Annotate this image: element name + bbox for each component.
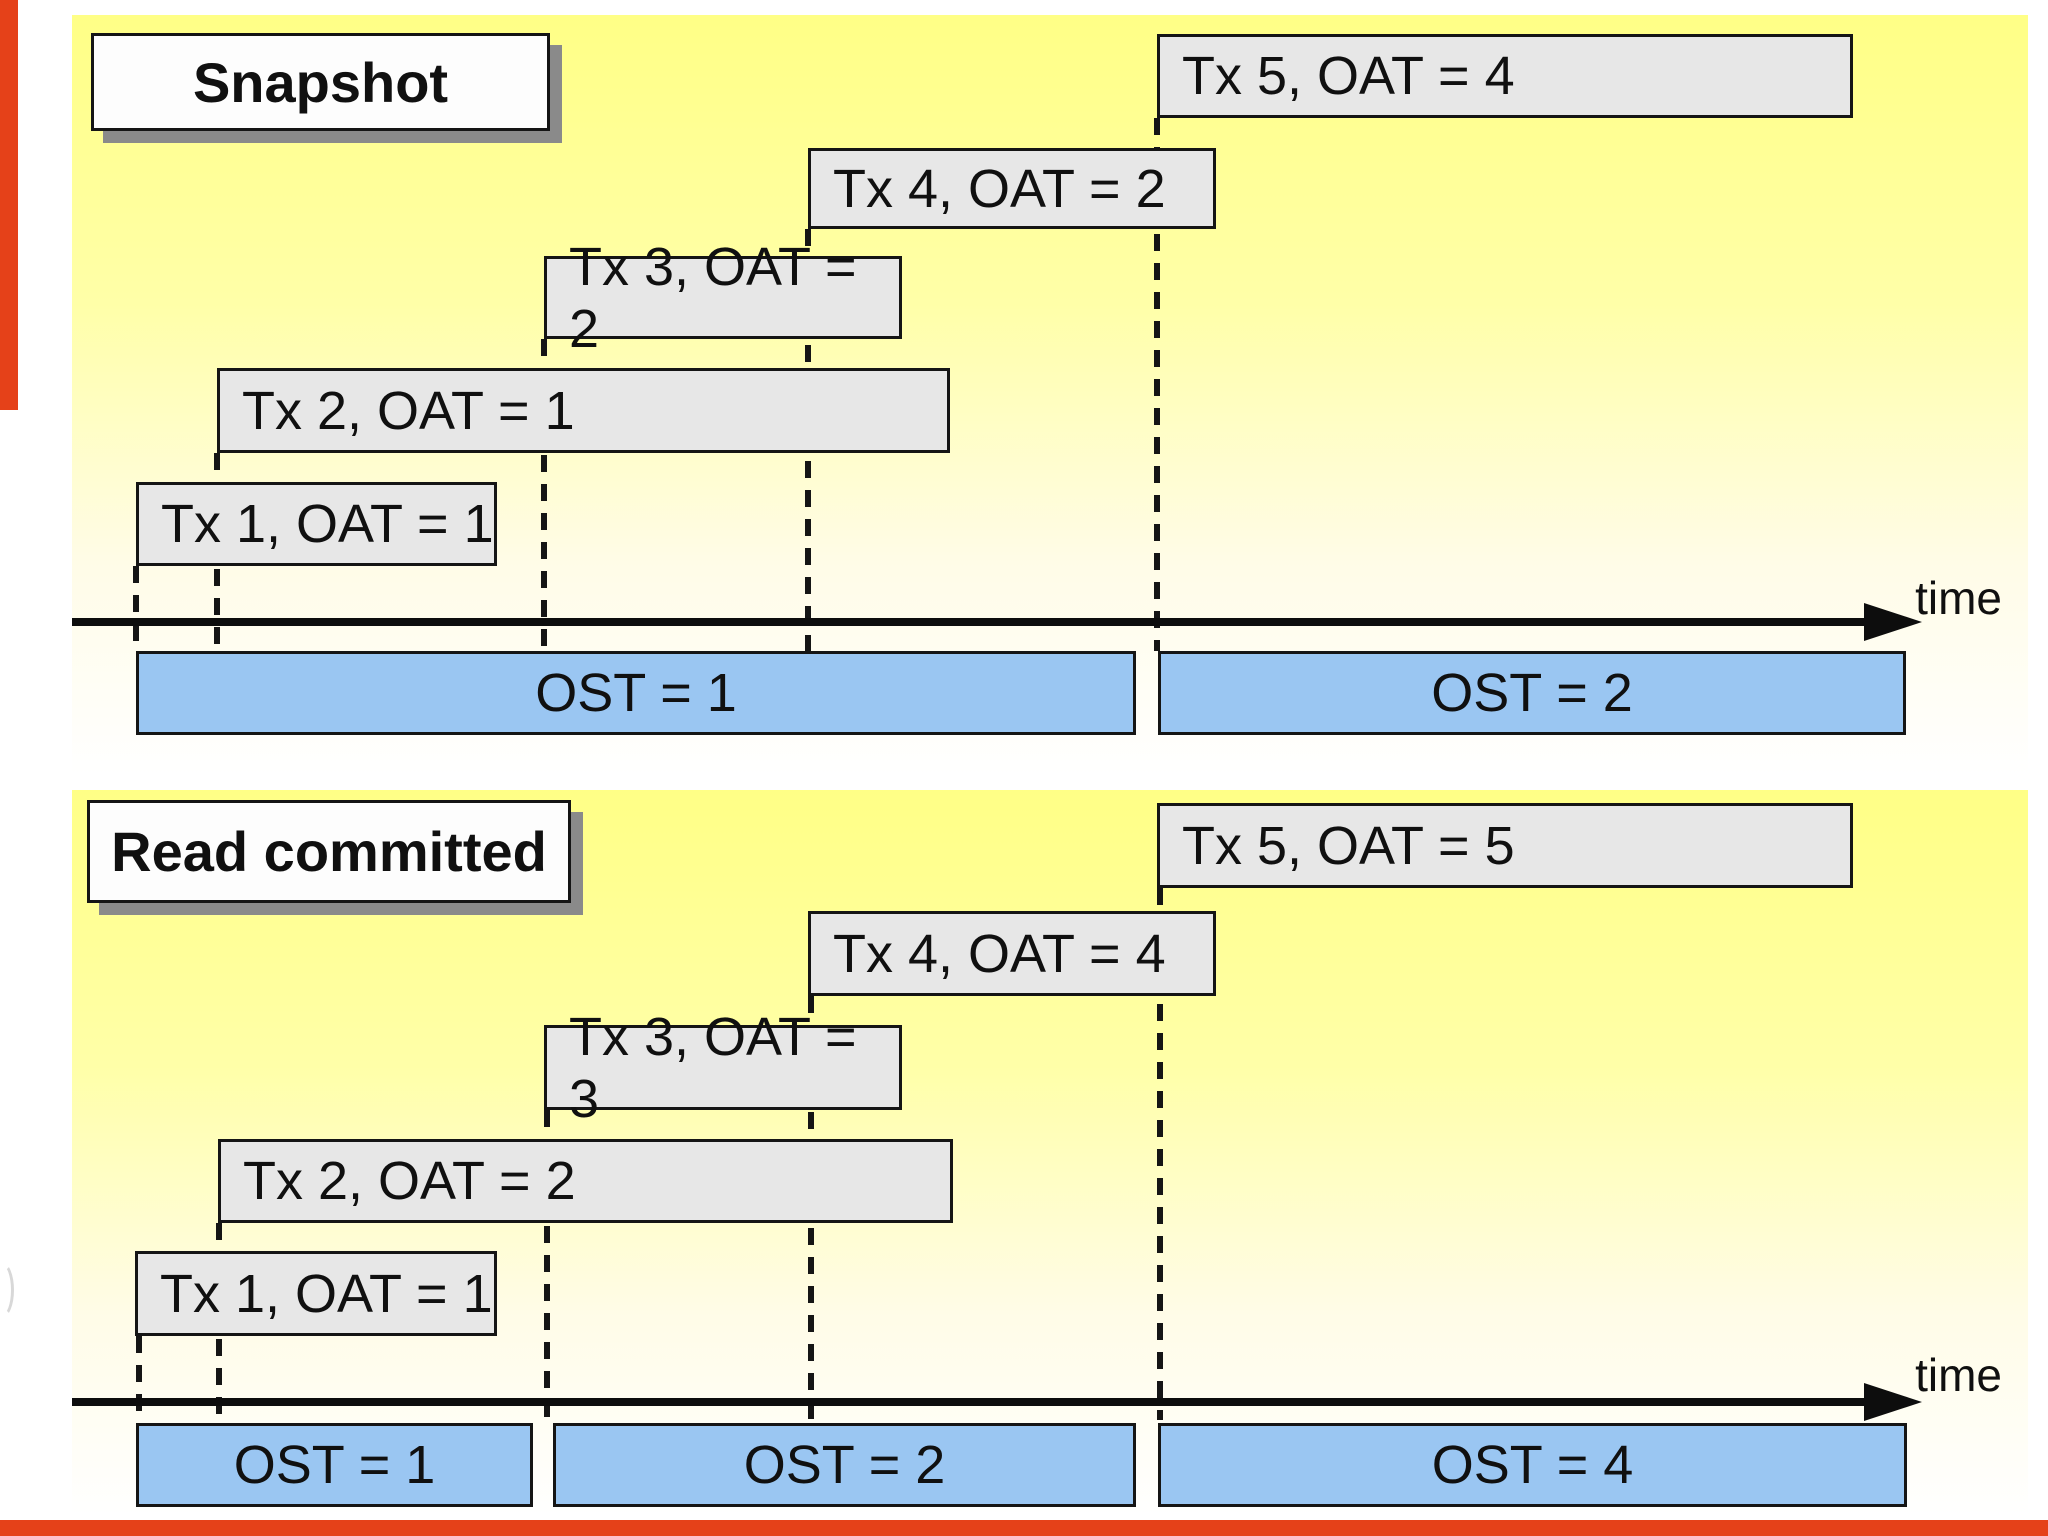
tx-box-3: Tx 3, OAT = 3 [544, 1007, 902, 1129]
ost-bar-2: OST = 2 [553, 1423, 1136, 1507]
time-axis-label: time [1915, 572, 2002, 624]
ost-bar-label: OST = 1 [233, 1435, 436, 1495]
tx-box-label: Tx 1, OAT = 1 [160, 1263, 493, 1324]
tx-box-4: Tx 4, OAT = 2 [808, 148, 1216, 229]
bottom-red-bar [0, 1520, 2048, 1536]
ost-bar-1: OST = 1 [136, 1423, 533, 1507]
tx-box-1: Tx 1, OAT = 1 [136, 482, 497, 566]
tx-box-3: Tx 3, OAT = 2 [544, 237, 902, 359]
tx-box-2: Tx 2, OAT = 2 [218, 1139, 953, 1223]
tx5-start-line [1157, 888, 1163, 1420]
panel-title-label: Read committed [111, 820, 547, 883]
tx5-start-line [1154, 118, 1160, 651]
panel-title-snapshot: Snapshot [91, 33, 550, 131]
time-axis [72, 1398, 1864, 1406]
tx-box-label: Tx 5, OAT = 5 [1182, 815, 1515, 876]
tx1-start-line [136, 1336, 142, 1420]
tx3-start-line [544, 1110, 550, 1420]
tx3-start-line [541, 339, 547, 651]
ost-bar-label: OST = 4 [1431, 1435, 1634, 1495]
tx-box-4: Tx 4, OAT = 4 [808, 911, 1216, 996]
tx-box-1: Tx 1, OAT = 1 [135, 1251, 497, 1336]
tx-box-label: Tx 5, OAT = 4 [1182, 46, 1515, 106]
left-edge-red-strip [0, 0, 18, 410]
tx-box-label: Tx 2, OAT = 1 [242, 380, 575, 441]
panel-title-read-committed: Read committed [87, 800, 571, 903]
tx-box-5: Tx 5, OAT = 4 [1157, 34, 1853, 118]
tx-box-label: Tx 4, OAT = 2 [833, 158, 1166, 219]
time-axis-arrowhead [1864, 1383, 1922, 1421]
tx1-start-line [133, 566, 139, 651]
tx-box-label: Tx 3, OAT = 2 [569, 236, 857, 359]
tx-box-label: Tx 4, OAT = 4 [833, 923, 1166, 984]
tx-box-label: Tx 2, OAT = 2 [243, 1151, 576, 1211]
panel-read-committed: Read committed Tx 5, OAT = 5 Tx 4, OAT =… [72, 790, 2028, 1515]
ost-bar-label: OST = 2 [743, 1435, 946, 1495]
ost-bar-label: OST = 1 [535, 663, 737, 723]
tx-box-5: Tx 5, OAT = 5 [1157, 803, 1853, 888]
ost-bar-4: OST = 4 [1158, 1423, 1907, 1507]
ost-bar-2: OST = 2 [1158, 651, 1906, 735]
panel-title-label: Snapshot [192, 50, 449, 114]
left-edge-artifact [0, 1262, 14, 1318]
time-axis [72, 618, 1864, 626]
tx-box-2: Tx 2, OAT = 1 [217, 368, 950, 453]
tx-box-label: Tx 3, OAT = 3 [569, 1006, 857, 1129]
time-axis-label: time [1915, 1349, 2002, 1401]
ost-bar-1: OST = 1 [136, 651, 1136, 735]
ost-bar-label: OST = 2 [1431, 663, 1633, 723]
tx-box-label: Tx 1, OAT = 1 [161, 494, 494, 554]
time-axis-arrowhead [1864, 603, 1922, 641]
panel-snapshot: Snapshot Tx 5, OAT = 4 Tx 4, OAT = 2 Tx … [72, 15, 2028, 775]
